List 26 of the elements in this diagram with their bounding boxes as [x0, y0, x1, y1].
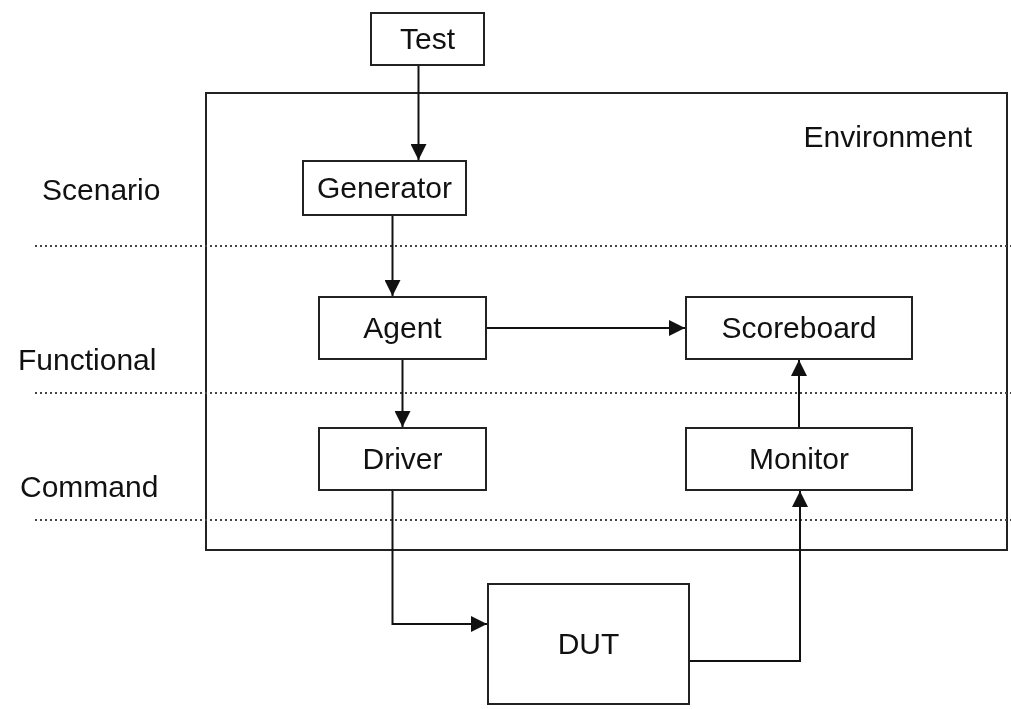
process-box — [370, 12, 485, 66]
process-box — [685, 427, 913, 491]
environment-frame — [205, 92, 1008, 551]
node-label: Scoreboard — [721, 311, 877, 345]
arrow — [791, 359, 807, 428]
node-label: Driver — [362, 442, 443, 476]
arrow — [391, 490, 488, 632]
process-box — [318, 296, 487, 360]
node-label: Monitor — [748, 442, 849, 476]
group-title: Environment — [803, 120, 972, 154]
arrow — [689, 490, 808, 662]
node-label: Agent — [363, 311, 442, 345]
layer-label: Command — [20, 470, 159, 504]
process-box — [685, 296, 913, 360]
arrow — [486, 320, 686, 336]
arrow — [410, 65, 427, 161]
arrow — [394, 359, 411, 428]
arrow — [384, 215, 401, 297]
layer-label: Functional — [18, 343, 157, 377]
process-box — [318, 427, 487, 491]
node-label: DUT — [557, 627, 620, 661]
node-label: Test — [400, 22, 455, 56]
process-box — [487, 583, 690, 705]
process-box — [302, 160, 467, 216]
node-label: Generator — [316, 171, 453, 205]
layer-label: Scenario — [42, 173, 161, 207]
